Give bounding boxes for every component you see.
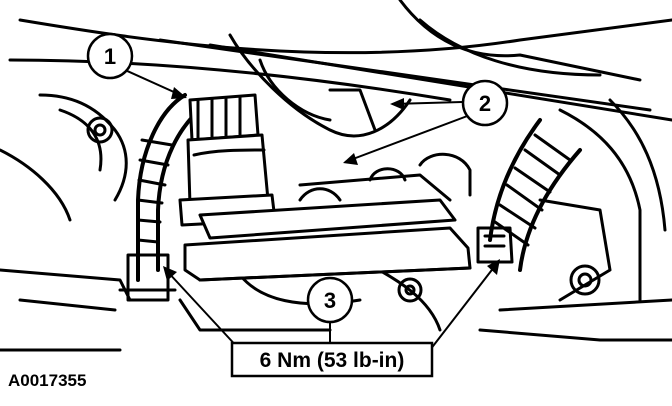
torque-leader-right xyxy=(429,261,499,351)
arrowhead-icon xyxy=(487,259,500,275)
callout-1-label: 1 xyxy=(104,44,116,69)
torque-spec-box: 6 Nm (53 lb-in) xyxy=(230,341,434,378)
arrowheads xyxy=(163,87,500,281)
module-block-art xyxy=(183,187,472,282)
torque-leader-left xyxy=(165,269,241,351)
callout-2-label: 2 xyxy=(479,91,491,116)
engine-background-art xyxy=(0,0,672,352)
callout-1: 1 xyxy=(86,32,134,80)
callout-2-leader-lower xyxy=(344,114,471,163)
callout-3-circle xyxy=(306,276,354,324)
callout-3: 3 xyxy=(306,276,354,324)
arrowhead-icon xyxy=(390,98,404,110)
callout-2: 2 xyxy=(461,79,509,127)
sensor-connector-art xyxy=(178,93,277,227)
figure-id: A0017355 xyxy=(8,371,86,390)
arrowhead-icon xyxy=(171,87,187,99)
callout-3-label: 3 xyxy=(324,288,336,313)
callout-2-circle xyxy=(461,79,509,127)
arrowhead-icon xyxy=(343,153,358,165)
torque-spec-text: 6 Nm (53 lb-in) xyxy=(260,349,405,372)
callout-1-circle xyxy=(86,32,134,80)
arrowhead-icon xyxy=(163,266,177,281)
torque-spec-frame xyxy=(230,341,434,378)
